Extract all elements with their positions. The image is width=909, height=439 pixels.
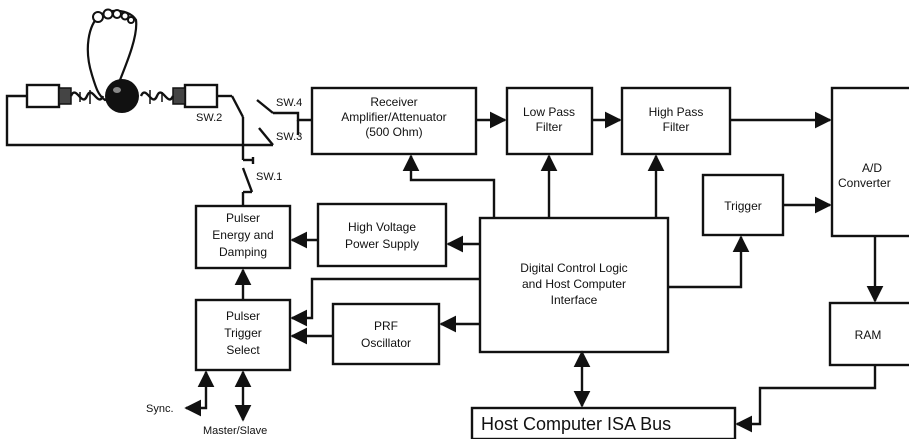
sync-label: Sync. — [146, 403, 174, 415]
sw4-label: SW.4 — [276, 97, 302, 109]
control-to-trigger-arrow — [668, 235, 750, 289]
trigger-label: Trigger — [724, 199, 762, 213]
hv-power-supply-block: High Voltage Power Supply — [316, 202, 448, 268]
pulser-energy-label-line3: Damping — [219, 245, 267, 259]
pulser-energy-block: Pulser Energy and Damping — [194, 204, 292, 270]
switch-sw2[interactable] — [230, 95, 245, 160]
switch-sw3[interactable] — [258, 120, 300, 146]
receiver-label-line1: Receiver — [370, 95, 417, 109]
ad-converter-label-line1: A/D — [862, 161, 882, 175]
prf-label-line2: Oscillator — [361, 336, 411, 350]
left-transducer-lead — [5, 94, 273, 147]
host-bus-label: Host Computer ISA Bus — [481, 414, 671, 434]
ad-converter-label-line2: Converter — [838, 176, 891, 190]
low-pass-label-line1: Low Pass — [523, 105, 575, 119]
pulser-trigger-label-line3: Select — [226, 343, 260, 357]
receiver-amplifier-block: Receiver Amplifier/Attenuator (500 Ohm) — [310, 86, 478, 156]
prf-label-line1: PRF — [374, 319, 398, 333]
control-to-pulser-trigger-arrow — [290, 277, 480, 327]
control-logic-label-line1: Digital Control Logic — [520, 261, 627, 275]
low-pass-label-line2: Filter — [536, 120, 563, 134]
sync-bidirectional-arrow — [184, 370, 215, 417]
sw1-label: SW.1 — [256, 171, 282, 183]
ram-label: RAM — [855, 328, 882, 342]
high-pass-label-line2: Filter — [663, 120, 690, 134]
sw3-label: SW.3 — [276, 131, 302, 143]
ram-to-bus-arrow — [735, 365, 877, 433]
pulser-energy-label-line2: Energy and — [212, 228, 273, 242]
digital-control-logic-block: Digital Control Logic and Host Computer … — [478, 216, 670, 354]
control-logic-label-line2: and Host Computer — [522, 277, 626, 291]
ram-block: RAM — [828, 301, 909, 367]
hv-supply-label-line2: Power Supply — [345, 237, 419, 251]
pulser-trigger-label-line2: Trigger — [224, 326, 262, 340]
receiver-label-line2: Amplifier/Attenuator — [341, 110, 446, 124]
control-logic-label-line3: Interface — [551, 293, 598, 307]
receiver-label-line3: (500 Ohm) — [365, 125, 422, 139]
switch-sw1[interactable] — [241, 157, 255, 206]
high-pass-label-line1: High Pass — [649, 105, 704, 119]
pulser-energy-label-line1: Pulser — [226, 211, 260, 225]
control-to-receiver-arrow — [402, 154, 496, 218]
trigger-block: Trigger — [701, 173, 785, 237]
prf-oscillator-block: PRF Oscillator — [331, 302, 441, 366]
low-pass-filter-block: Low Pass Filter — [505, 86, 594, 156]
switch-sw4[interactable] — [256, 99, 312, 122]
pulser-trigger-label-line1: Pulser — [226, 309, 260, 323]
pulser-trigger-select-block: Pulser Trigger Select — [194, 298, 292, 372]
sw2-label: SW.2 — [196, 112, 222, 124]
high-pass-filter-block: High Pass Filter — [620, 86, 732, 156]
master-slave-label: Master/Slave — [203, 425, 267, 437]
foot-transducer-illustration — [25, 8, 219, 113]
hv-supply-label-line1: High Voltage — [348, 220, 416, 234]
ad-converter-block: A/D Converter — [830, 86, 909, 238]
host-isa-bus-block: Host Computer ISA Bus — [470, 406, 737, 439]
